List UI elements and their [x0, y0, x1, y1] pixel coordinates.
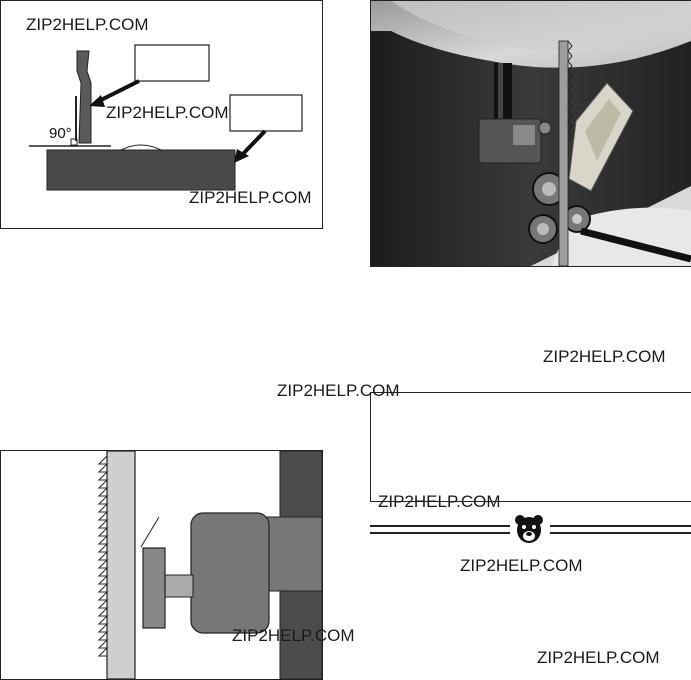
callout-box-1 [134, 44, 210, 82]
watermark: ZIP2HELP.COM [543, 347, 666, 366]
section-divider [370, 520, 691, 540]
figure-square-check: 90° [0, 0, 323, 229]
bearing-shaft [162, 574, 194, 598]
arrow-2-head [234, 149, 249, 163]
bearing-detail-diagram [97, 451, 322, 679]
arrow-1 [96, 79, 140, 104]
arrow-1-head [89, 95, 105, 107]
square-tool [76, 50, 92, 144]
callout-box-2 [229, 94, 303, 132]
watermark: ZIP2HELP.COM [378, 492, 501, 511]
callout-leader [140, 516, 160, 548]
bear-head-logo [515, 515, 543, 543]
watermark: ZIP2HELP.COM [26, 15, 149, 34]
watermark: ZIP2HELP.COM [189, 188, 312, 207]
blade-body [106, 451, 136, 679]
figure-blade-guide-photo [370, 0, 691, 267]
watermark: ZIP2HELP.COM [232, 626, 355, 645]
square-check-diagram [29, 44, 303, 191]
figure-bearing-detail [0, 450, 323, 680]
right-angle-mark [70, 138, 78, 146]
note-box [370, 392, 691, 502]
support-rod [580, 227, 691, 263]
saw-blade [558, 40, 569, 266]
table-block [46, 149, 236, 191]
bearing-wheel [142, 547, 166, 629]
table-arc [118, 144, 164, 152]
arrow-2 [239, 129, 267, 158]
watermark: ZIP2HELP.COM [537, 648, 660, 667]
angle-label: 90° [49, 125, 72, 142]
watermark: ZIP2HELP.COM [277, 381, 400, 400]
watermark: ZIP2HELP.COM [460, 556, 583, 575]
bearing-housing [190, 512, 270, 634]
blade-guide-photo [371, 1, 691, 266]
watermark: ZIP2HELP.COM [106, 103, 229, 122]
blade-teeth [97, 455, 109, 657]
